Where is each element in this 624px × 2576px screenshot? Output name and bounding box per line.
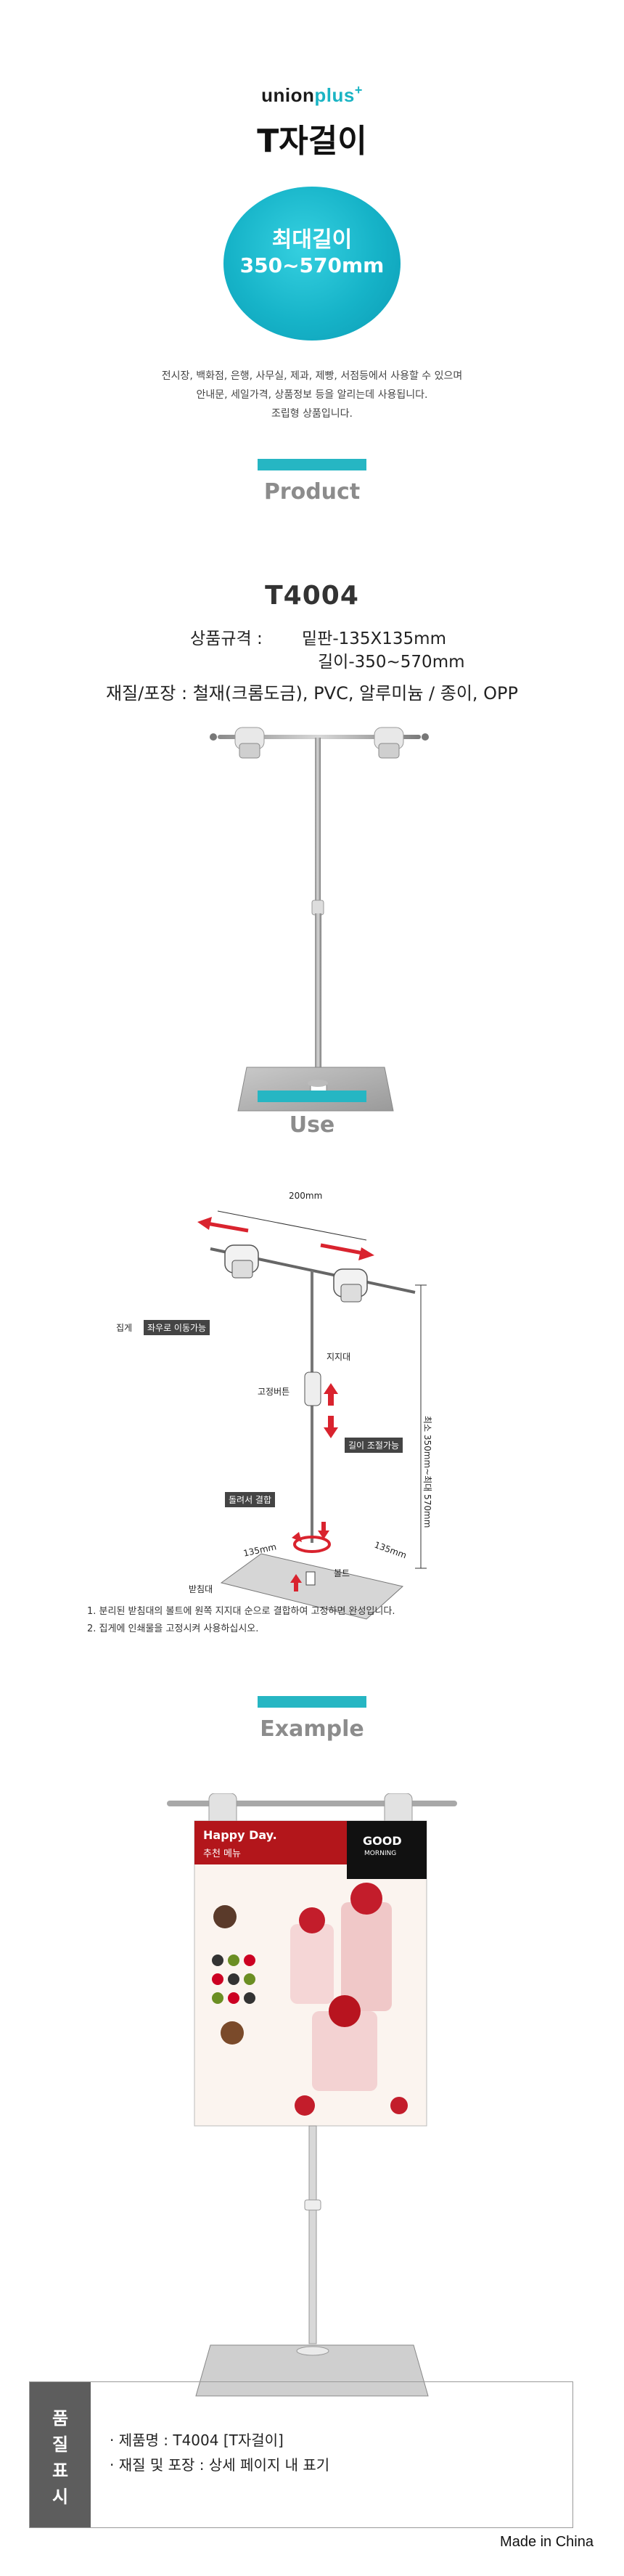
dessert-illustration	[290, 1883, 408, 2116]
clip-icon	[333, 1268, 368, 1303]
info-material: · 재질 및 포장 : 상세 페이지 내 표기	[110, 2456, 330, 2474]
model-number: T4004	[265, 581, 359, 611]
usage-note: 1. 분리된 받침대의 볼트에 원쪽 지지대 순으로 결합하여 고정하면 완성입…	[87, 1606, 395, 1617]
move-left-arrow-icon	[197, 1217, 249, 1233]
page-title: T자걸이	[257, 123, 367, 160]
quality-label-char: 시	[52, 2487, 69, 2507]
spec-length: 길이-350~570mm	[318, 653, 465, 672]
badge-line1: 최대길이	[271, 227, 353, 253]
quality-label-char: 표	[52, 2461, 69, 2481]
support-label: 지지대	[327, 1352, 351, 1362]
section-title-product: Product	[263, 479, 361, 505]
usage-diagram-drawing	[197, 1210, 427, 1620]
poster-sub: 추천 메뉴	[203, 1849, 241, 1859]
description-line: 전시장, 백화점, 은행, 사무실, 제과, 제빵, 서점등에서 사용할 수 있…	[161, 370, 463, 382]
description-line: 안내문, 세일가격, 상품정보 등을 알리는데 사용됩니다.	[196, 389, 428, 401]
poster-brand-sub: MORNING	[364, 1850, 397, 1857]
section-bar-use	[258, 1091, 366, 1102]
product-material: 재질/포장 : 철재(크롬도금), PVC, 알루미늄 / 종이, OPP	[105, 683, 519, 704]
t-stand-product-image	[210, 727, 429, 1112]
product-description: 전시장, 백화점, 은행, 사무실, 제과, 제빵, 서점등에서 사용할 수 있…	[0, 367, 624, 423]
usage-diagram: 200mm 집게 좌우로 이동가능 지지대 고정버튼 길이 조절가능 최소 35…	[116, 1191, 522, 1641]
bolt-label: 볼트	[334, 1568, 350, 1578]
clip-icon	[224, 1244, 259, 1279]
usage-note: 2. 집게에 인쇄물을 고정시켜 사용하십시오.	[87, 1623, 259, 1634]
logo-sup: +	[354, 83, 363, 97]
height-dim-label: 최소 350mm~최대 570mm	[422, 1416, 432, 1528]
quality-label-char: 질	[52, 2434, 69, 2455]
made-in-label: Made in China	[500, 2534, 594, 2550]
quality-label-box: 품 질 표 시 · 제품명 : T4004 [T자걸이] · 재질 및 포장 :…	[29, 2381, 573, 2528]
example-photo: Happy Day. 추천 메뉴 GOOD MORNING	[167, 1793, 457, 2403]
bolt-up-arrow-icon	[290, 1574, 302, 1591]
clip-move-label: 좌우로 이동가능	[144, 1320, 210, 1335]
length-adjust-arrow-icon	[324, 1383, 338, 1438]
spec-label: 상품규격 :	[190, 629, 263, 648]
section-title-use: Use	[289, 1112, 335, 1138]
clip-icon	[374, 727, 404, 759]
rotate-arrow-icon	[292, 1522, 331, 1553]
assemble-label: 돌려서 결합	[225, 1492, 276, 1507]
quality-label-side: 품 질 표 시	[30, 2382, 91, 2527]
menu-items	[212, 1905, 255, 2045]
base-label: 받침대	[189, 1584, 213, 1594]
clip-icon	[234, 727, 265, 759]
description-line: 조립형 상품입니다.	[271, 408, 353, 420]
spec-base: 밑판-135X135mm	[302, 629, 446, 648]
length-adjust-label: 길이 조절가능	[345, 1438, 403, 1453]
section-bar-example	[258, 1696, 366, 1708]
brand-logo: unionplus+	[0, 83, 624, 107]
example-photo-drawing	[167, 1793, 457, 2397]
badge-line2: 350~570mm	[239, 253, 385, 277]
clip-label: 집게	[116, 1323, 133, 1333]
section-title-example: Example	[260, 1716, 364, 1742]
poster-headline: Happy Day.	[203, 1828, 277, 1842]
quality-label-char: 품	[52, 2408, 69, 2429]
poster-brand: GOOD	[363, 1834, 402, 1848]
logo-plus: plus	[314, 84, 355, 106]
info-product-name: · 제품명 : T4004 [T자걸이]	[110, 2432, 284, 2449]
fix-button-label: 고정버튼	[258, 1387, 290, 1397]
move-right-arrow-icon	[320, 1243, 374, 1260]
logo-word: union	[261, 84, 315, 106]
width-dim-label: 200mm	[289, 1191, 323, 1201]
max-length-badge: 최대길이 350~570mm	[223, 187, 401, 341]
section-bar-product	[258, 459, 366, 470]
